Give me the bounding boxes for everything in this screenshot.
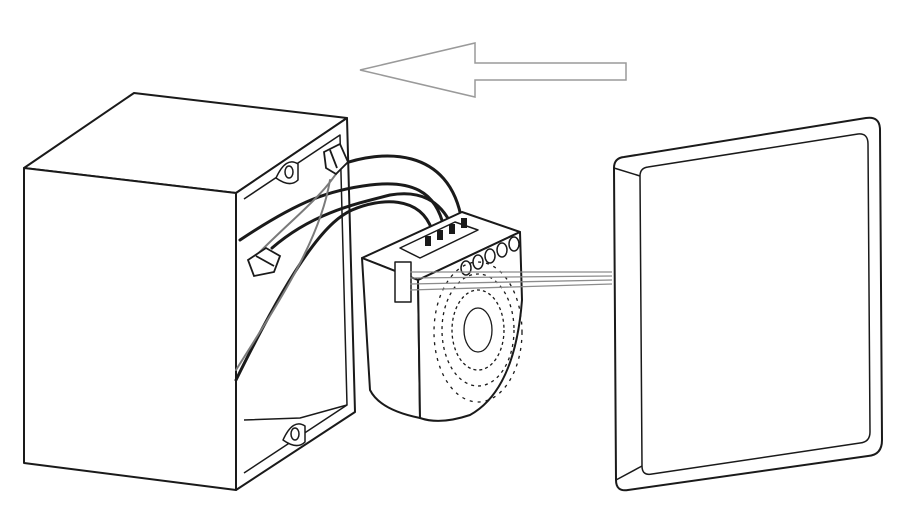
direction-arrow-icon [359,42,627,98]
vent-pattern [433,261,523,403]
switch-panel [613,116,883,492]
terminal-screws [425,218,467,246]
wires [234,154,464,382]
ribbon-cable [409,271,613,291]
relay-module [361,211,523,422]
wire-nut-left-icon [246,246,282,278]
wall-box [23,92,356,491]
wire-nut-top-icon [323,142,350,176]
